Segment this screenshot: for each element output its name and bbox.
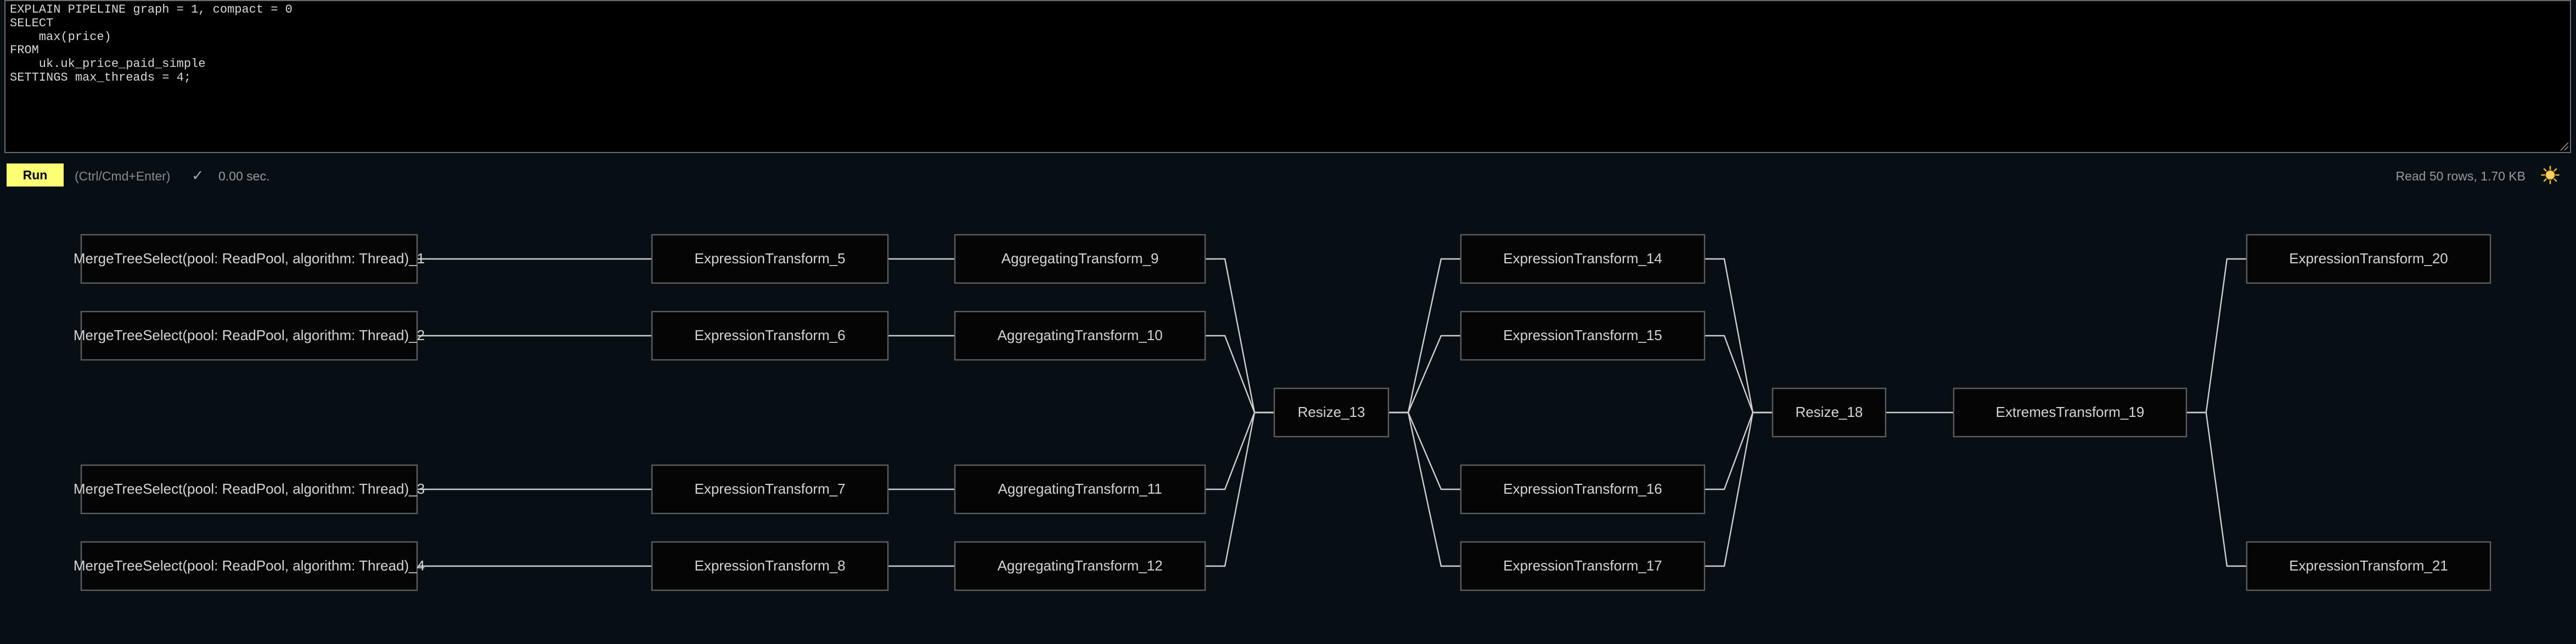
graph-node-label: Resize_18 <box>1796 404 1863 420</box>
check-mark-icon: ✓ <box>192 167 204 184</box>
graph-node-box <box>651 234 889 284</box>
pipeline-graph-area: MergeTreeSelect(pool: ReadPool, algorith… <box>0 197 2576 644</box>
graph-node[interactable]: ExpressionTransform_15 <box>1460 310 1706 361</box>
graph-edge <box>1205 411 1274 567</box>
graph-node-box <box>954 310 1206 361</box>
graph-node-label: ExpressionTransform_8 <box>694 557 845 574</box>
graph-node-box <box>1460 310 1706 361</box>
graph-node-box <box>80 464 418 515</box>
graph-node-label: ExpressionTransform_5 <box>694 250 845 267</box>
graph-node-box <box>651 464 889 515</box>
graph-node-box <box>1460 464 1706 515</box>
graph-node-box <box>1953 387 2187 438</box>
graph-edge <box>1705 335 1773 414</box>
graph-node[interactable]: MergeTreeSelect(pool: ReadPool, algorith… <box>74 310 425 361</box>
pipeline-graph: MergeTreeSelect(pool: ReadPool, algorith… <box>74 234 2491 591</box>
graph-node-label: ExpressionTransform_7 <box>694 481 845 497</box>
graph-node[interactable]: ExpressionTransform_8 <box>651 541 889 591</box>
graph-node-label: MergeTreeSelect(pool: ReadPool, algorith… <box>74 327 425 343</box>
graph-node-box <box>80 310 418 361</box>
graph-node[interactable]: AggregatingTransform_11 <box>954 464 1206 515</box>
graph-node[interactable]: ExpressionTransform_17 <box>1460 541 1706 591</box>
graph-nodes-layer: MergeTreeSelect(pool: ReadPool, algorith… <box>74 234 2491 591</box>
graph-node-box <box>2246 541 2491 591</box>
graph-node[interactable]: ExpressionTransform_21 <box>2246 541 2491 591</box>
graph-node-box <box>80 541 418 591</box>
graph-node-box <box>954 464 1206 515</box>
graph-edge <box>1388 411 1461 567</box>
graph-node[interactable]: MergeTreeSelect(pool: ReadPool, algorith… <box>74 464 425 515</box>
graph-node[interactable]: AggregatingTransform_9 <box>954 234 1206 284</box>
graph-node-box <box>1771 387 1887 438</box>
graph-node-label: AggregatingTransform_9 <box>1002 250 1159 267</box>
graph-node[interactable]: MergeTreeSelect(pool: ReadPool, algorith… <box>74 541 425 591</box>
graph-node-box <box>954 541 1206 591</box>
graph-node-label: MergeTreeSelect(pool: ReadPool, algorith… <box>74 481 425 497</box>
graph-edge <box>1205 411 1274 490</box>
graph-node[interactable]: ExpressionTransform_20 <box>2246 234 2491 284</box>
graph-node-label: ExpressionTransform_15 <box>1503 327 1662 343</box>
graph-edge <box>1388 335 1461 414</box>
graph-node[interactable]: Resize_13 <box>1273 387 1390 438</box>
graph-edge <box>2186 258 2247 414</box>
sql-editor-container <box>4 0 2571 153</box>
graph-node-box <box>954 234 1206 284</box>
graph-edge <box>1388 411 1461 490</box>
elapsed-time-label: 0.00 sec. <box>218 169 270 183</box>
graph-edges-layer <box>417 258 2247 567</box>
graph-node-label: AggregatingTransform_10 <box>997 327 1162 343</box>
graph-node[interactable]: ExpressionTransform_16 <box>1460 464 1706 515</box>
graph-node[interactable]: ExtremesTransform_19 <box>1953 387 2187 438</box>
graph-node[interactable]: MergeTreeSelect(pool: ReadPool, algorith… <box>74 234 425 284</box>
graph-node[interactable]: ExpressionTransform_5 <box>651 234 889 284</box>
graph-node[interactable]: AggregatingTransform_10 <box>954 310 1206 361</box>
graph-node-box <box>1273 387 1390 438</box>
graph-edge <box>2186 411 2247 567</box>
sun-icon[interactable] <box>2541 166 2560 184</box>
run-button[interactable]: Run <box>7 163 64 187</box>
graph-node-box <box>651 310 889 361</box>
graph-node-label: ExpressionTransform_16 <box>1503 481 1662 497</box>
graph-node[interactable]: ExpressionTransform_6 <box>651 310 889 361</box>
graph-node[interactable]: Resize_18 <box>1771 387 1887 438</box>
read-stats-label: Read 50 rows, 1.70 KB <box>2395 169 2526 183</box>
graph-node-box <box>80 234 418 284</box>
graph-node-label: AggregatingTransform_11 <box>998 481 1162 497</box>
graph-node-label: ExpressionTransform_20 <box>2289 250 2448 267</box>
query-toolbar: Run (Ctrl/Cmd+Enter) ✓ 0.00 sec. Read 50… <box>0 158 2576 193</box>
graph-node-label: ExtremesTransform_19 <box>1996 404 2145 420</box>
graph-node-box <box>651 541 889 591</box>
graph-node-label: ExpressionTransform_21 <box>2289 557 2448 574</box>
graph-node-label: ExpressionTransform_17 <box>1503 557 1662 574</box>
sql-query-editor[interactable] <box>4 0 2571 153</box>
graph-node-box <box>2246 234 2491 284</box>
graph-node-box <box>1460 541 1706 591</box>
graph-node-label: ExpressionTransform_14 <box>1503 250 1662 267</box>
graph-node-label: MergeTreeSelect(pool: ReadPool, algorith… <box>74 250 425 267</box>
graph-node[interactable]: ExpressionTransform_14 <box>1460 234 1706 284</box>
graph-node-label: MergeTreeSelect(pool: ReadPool, algorith… <box>74 557 425 574</box>
graph-node[interactable]: ExpressionTransform_7 <box>651 464 889 515</box>
run-shortcut-hint: (Ctrl/Cmd+Enter) <box>75 169 171 183</box>
graph-node-label: ExpressionTransform_6 <box>694 327 845 343</box>
graph-edge <box>1705 411 1773 567</box>
graph-node-box <box>1460 234 1706 284</box>
graph-edge <box>1705 411 1773 490</box>
graph-edge <box>1205 335 1274 414</box>
graph-node[interactable]: AggregatingTransform_12 <box>954 541 1206 591</box>
graph-node-label: AggregatingTransform_12 <box>997 557 1162 574</box>
graph-node-label: Resize_13 <box>1298 404 1365 420</box>
